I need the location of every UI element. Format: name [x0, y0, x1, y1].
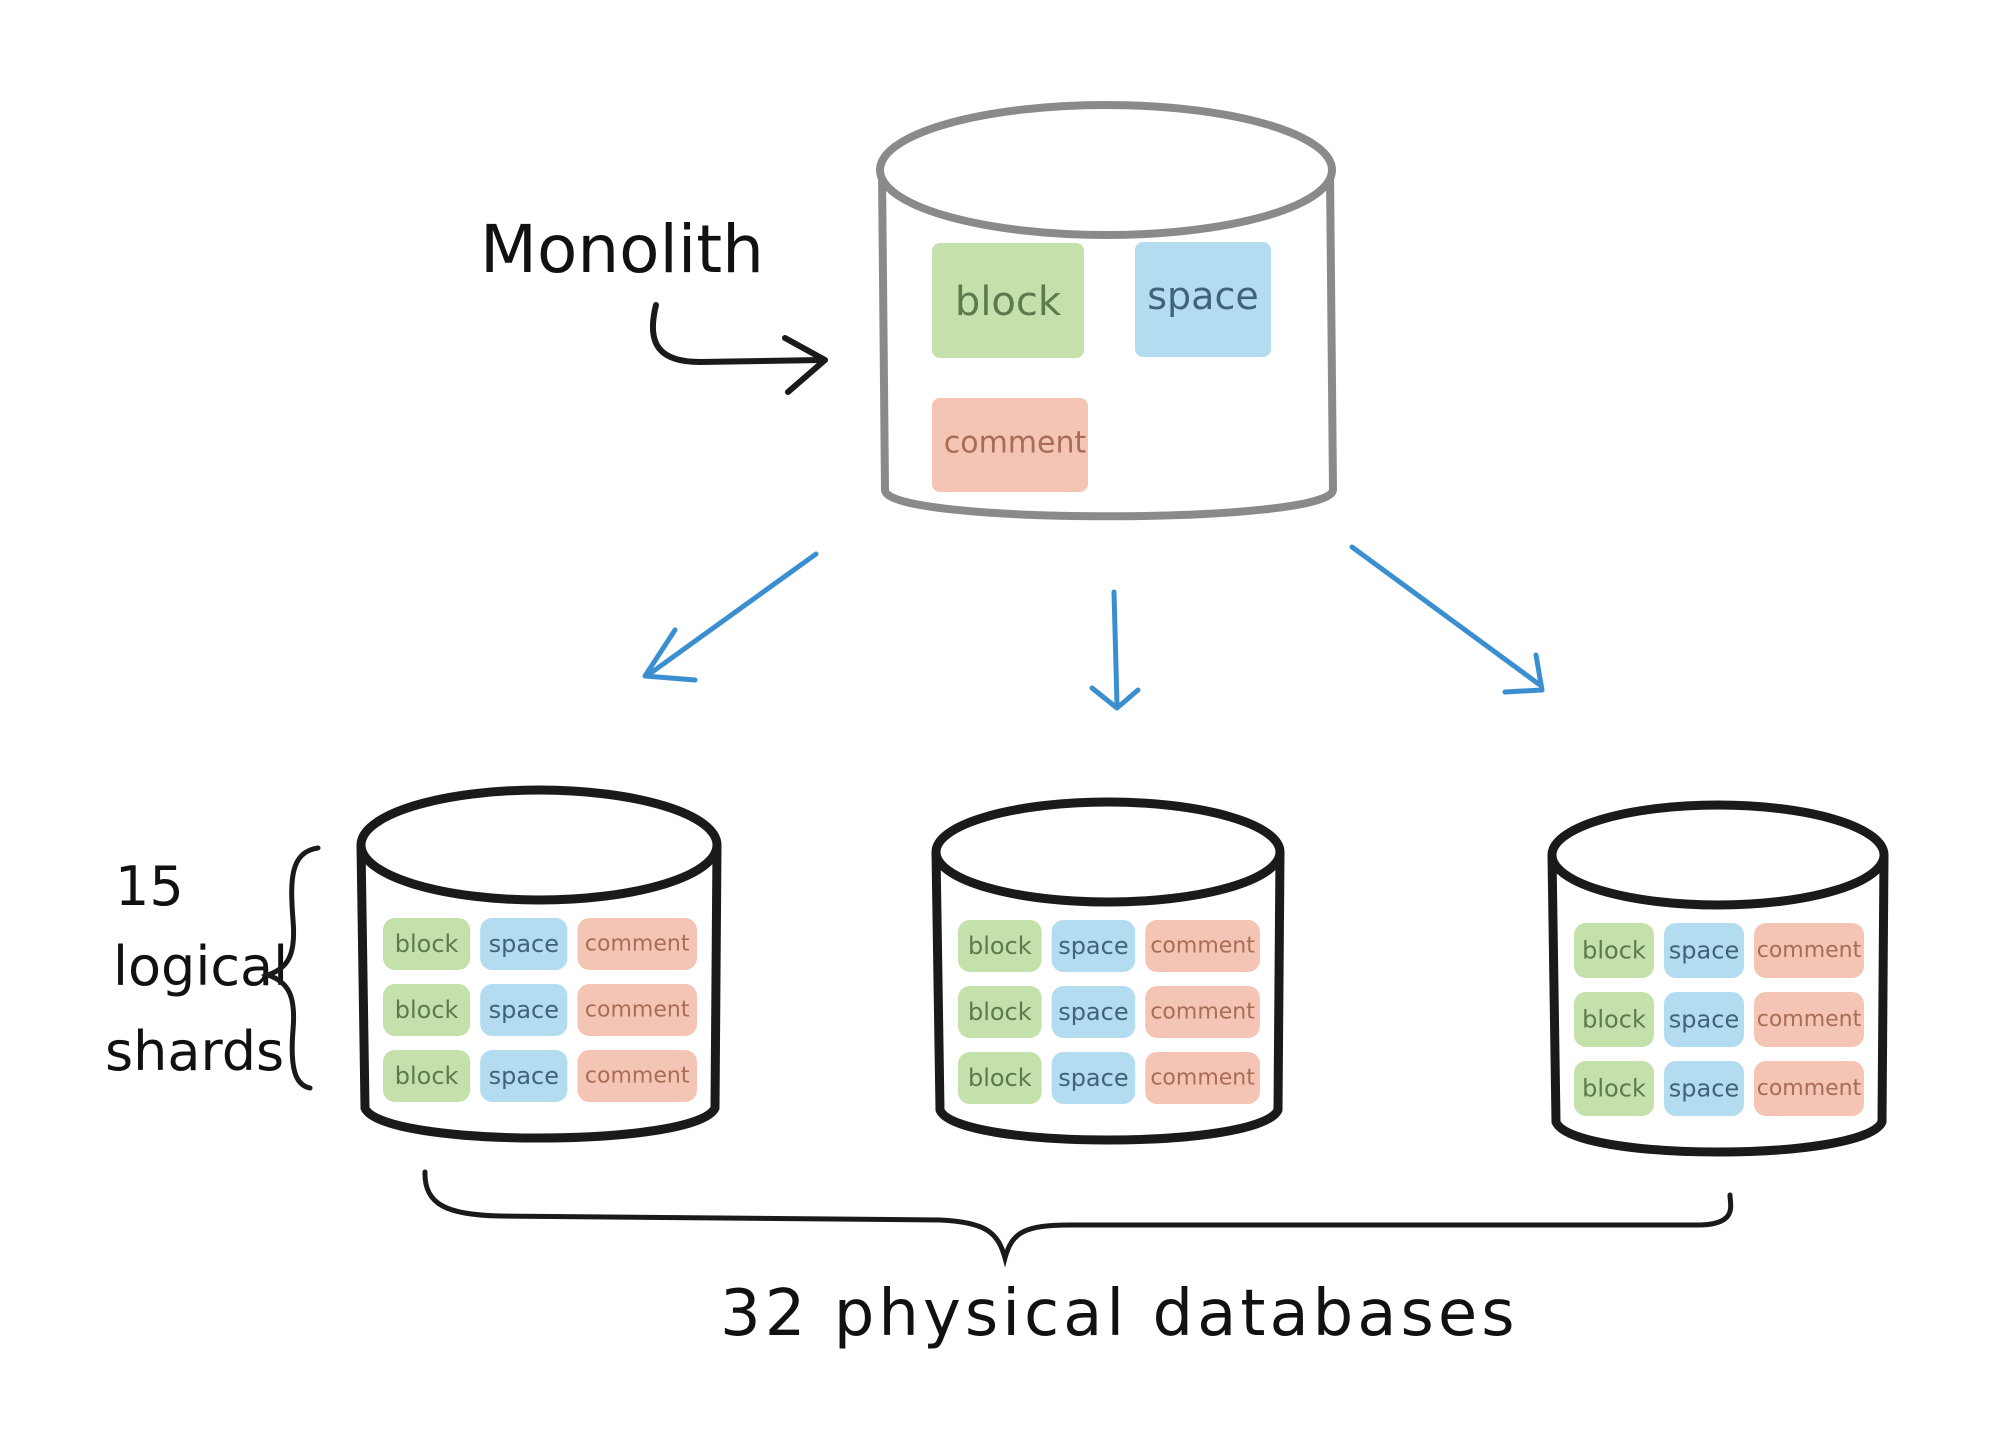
- block-shard-tile: [958, 1052, 1042, 1104]
- monolith-comment-label: comment: [944, 426, 1087, 461]
- split-arrow-right-head: [1502, 652, 1545, 695]
- space-shard-label: space: [489, 930, 559, 958]
- split-arrow-center-head: [1089, 685, 1141, 711]
- block-shard-label: block: [968, 932, 1032, 960]
- comment-shard-label: comment: [1757, 1076, 1862, 1101]
- monolith-database: block space comment: [876, 101, 1337, 521]
- comment-shard-label: comment: [1150, 1066, 1255, 1091]
- monolith-comment-tile: [932, 398, 1088, 492]
- database-top: [356, 785, 722, 905]
- comment-shard-label: comment: [1150, 934, 1255, 959]
- shards-word-shards: shards: [105, 1020, 284, 1083]
- block-shard-tile: [383, 984, 471, 1036]
- comment-shard-tile: [1754, 923, 1864, 978]
- comment-shard-tile: [1754, 992, 1864, 1047]
- block-shard-tile: [1574, 992, 1654, 1047]
- split-arrow-right: [1349, 544, 1543, 688]
- comment-shard-tile: [577, 918, 697, 970]
- monolith-block-label: block: [955, 279, 1062, 325]
- split-arrow-left: [645, 551, 819, 678]
- block-shard-tile: [1574, 923, 1654, 978]
- block-shard-label: block: [395, 996, 459, 1024]
- comment-shard-tile: [1754, 1061, 1864, 1116]
- comment-shard-tile: [1145, 920, 1260, 972]
- comment-shard-label: comment: [585, 932, 690, 957]
- space-shard-tile: [480, 1050, 568, 1102]
- block-shard-tile: [383, 1050, 471, 1102]
- databases-label: 32 physical databases: [720, 1277, 1519, 1351]
- space-shard-label: space: [1058, 932, 1128, 960]
- comment-shard-tile: [1145, 986, 1260, 1038]
- database-top: [1547, 800, 1889, 910]
- shards-count: 15: [115, 855, 184, 918]
- comment-shard-tile: [577, 984, 697, 1036]
- comment-shard-label: comment: [585, 1064, 690, 1089]
- space-shard-tile: [1664, 992, 1744, 1047]
- space-shard-label: space: [489, 996, 559, 1024]
- shards-brace: [260, 845, 321, 1091]
- space-shard-tile: [480, 984, 568, 1036]
- database-top: [931, 797, 1285, 907]
- comment-shard-label: comment: [1757, 938, 1862, 963]
- comment-shard-label: comment: [585, 998, 690, 1023]
- monolith-pointer-arrow: [649, 302, 825, 366]
- monolith-pointer-arrowhead: [782, 335, 828, 395]
- comment-shard-label: comment: [1757, 1007, 1862, 1032]
- space-shard-label: space: [1669, 1075, 1739, 1103]
- block-shard-tile: [1574, 1061, 1654, 1116]
- block-shard-label: block: [968, 998, 1032, 1026]
- monolith-block-tile: [932, 243, 1084, 358]
- split-arrows: [642, 544, 1545, 711]
- space-shard-tile: [1051, 1052, 1136, 1104]
- block-shard-tile: [958, 986, 1042, 1038]
- monolith-space-label: space: [1147, 274, 1258, 318]
- block-shard-label: block: [1582, 1006, 1646, 1034]
- block-shard-label: block: [1582, 937, 1646, 965]
- physical-database: block space comment block space comment block s…: [356, 785, 722, 1143]
- monolith-space-tile: [1135, 242, 1271, 357]
- space-shard-label: space: [489, 1062, 559, 1090]
- shards-word-logical: logical: [113, 935, 288, 998]
- space-shard-tile: [480, 918, 568, 970]
- block-shard-label: block: [968, 1064, 1032, 1092]
- space-shard-label: space: [1669, 1006, 1739, 1034]
- comment-shard-tile: [1145, 1052, 1260, 1104]
- databases-brace: [422, 1169, 1734, 1268]
- block-shard-label: block: [395, 1062, 459, 1090]
- space-shard-label: space: [1669, 937, 1739, 965]
- space-shard-tile: [1051, 986, 1136, 1038]
- split-arrow-center: [1111, 589, 1120, 708]
- monolith-label: Monolith: [480, 211, 764, 288]
- block-shard-tile: [383, 918, 471, 970]
- comment-shard-tile: [577, 1050, 697, 1102]
- comment-shard-label: comment: [1150, 1000, 1255, 1025]
- space-shard-label: space: [1058, 998, 1128, 1026]
- space-shard-label: space: [1058, 1064, 1128, 1092]
- space-shard-tile: [1051, 920, 1136, 972]
- block-shard-label: block: [1582, 1075, 1646, 1103]
- space-shard-tile: [1664, 1061, 1744, 1116]
- block-shard-tile: [958, 920, 1042, 972]
- space-shard-tile: [1664, 923, 1744, 978]
- block-shard-label: block: [395, 930, 459, 958]
- split-arrow-left-head: [642, 627, 698, 683]
